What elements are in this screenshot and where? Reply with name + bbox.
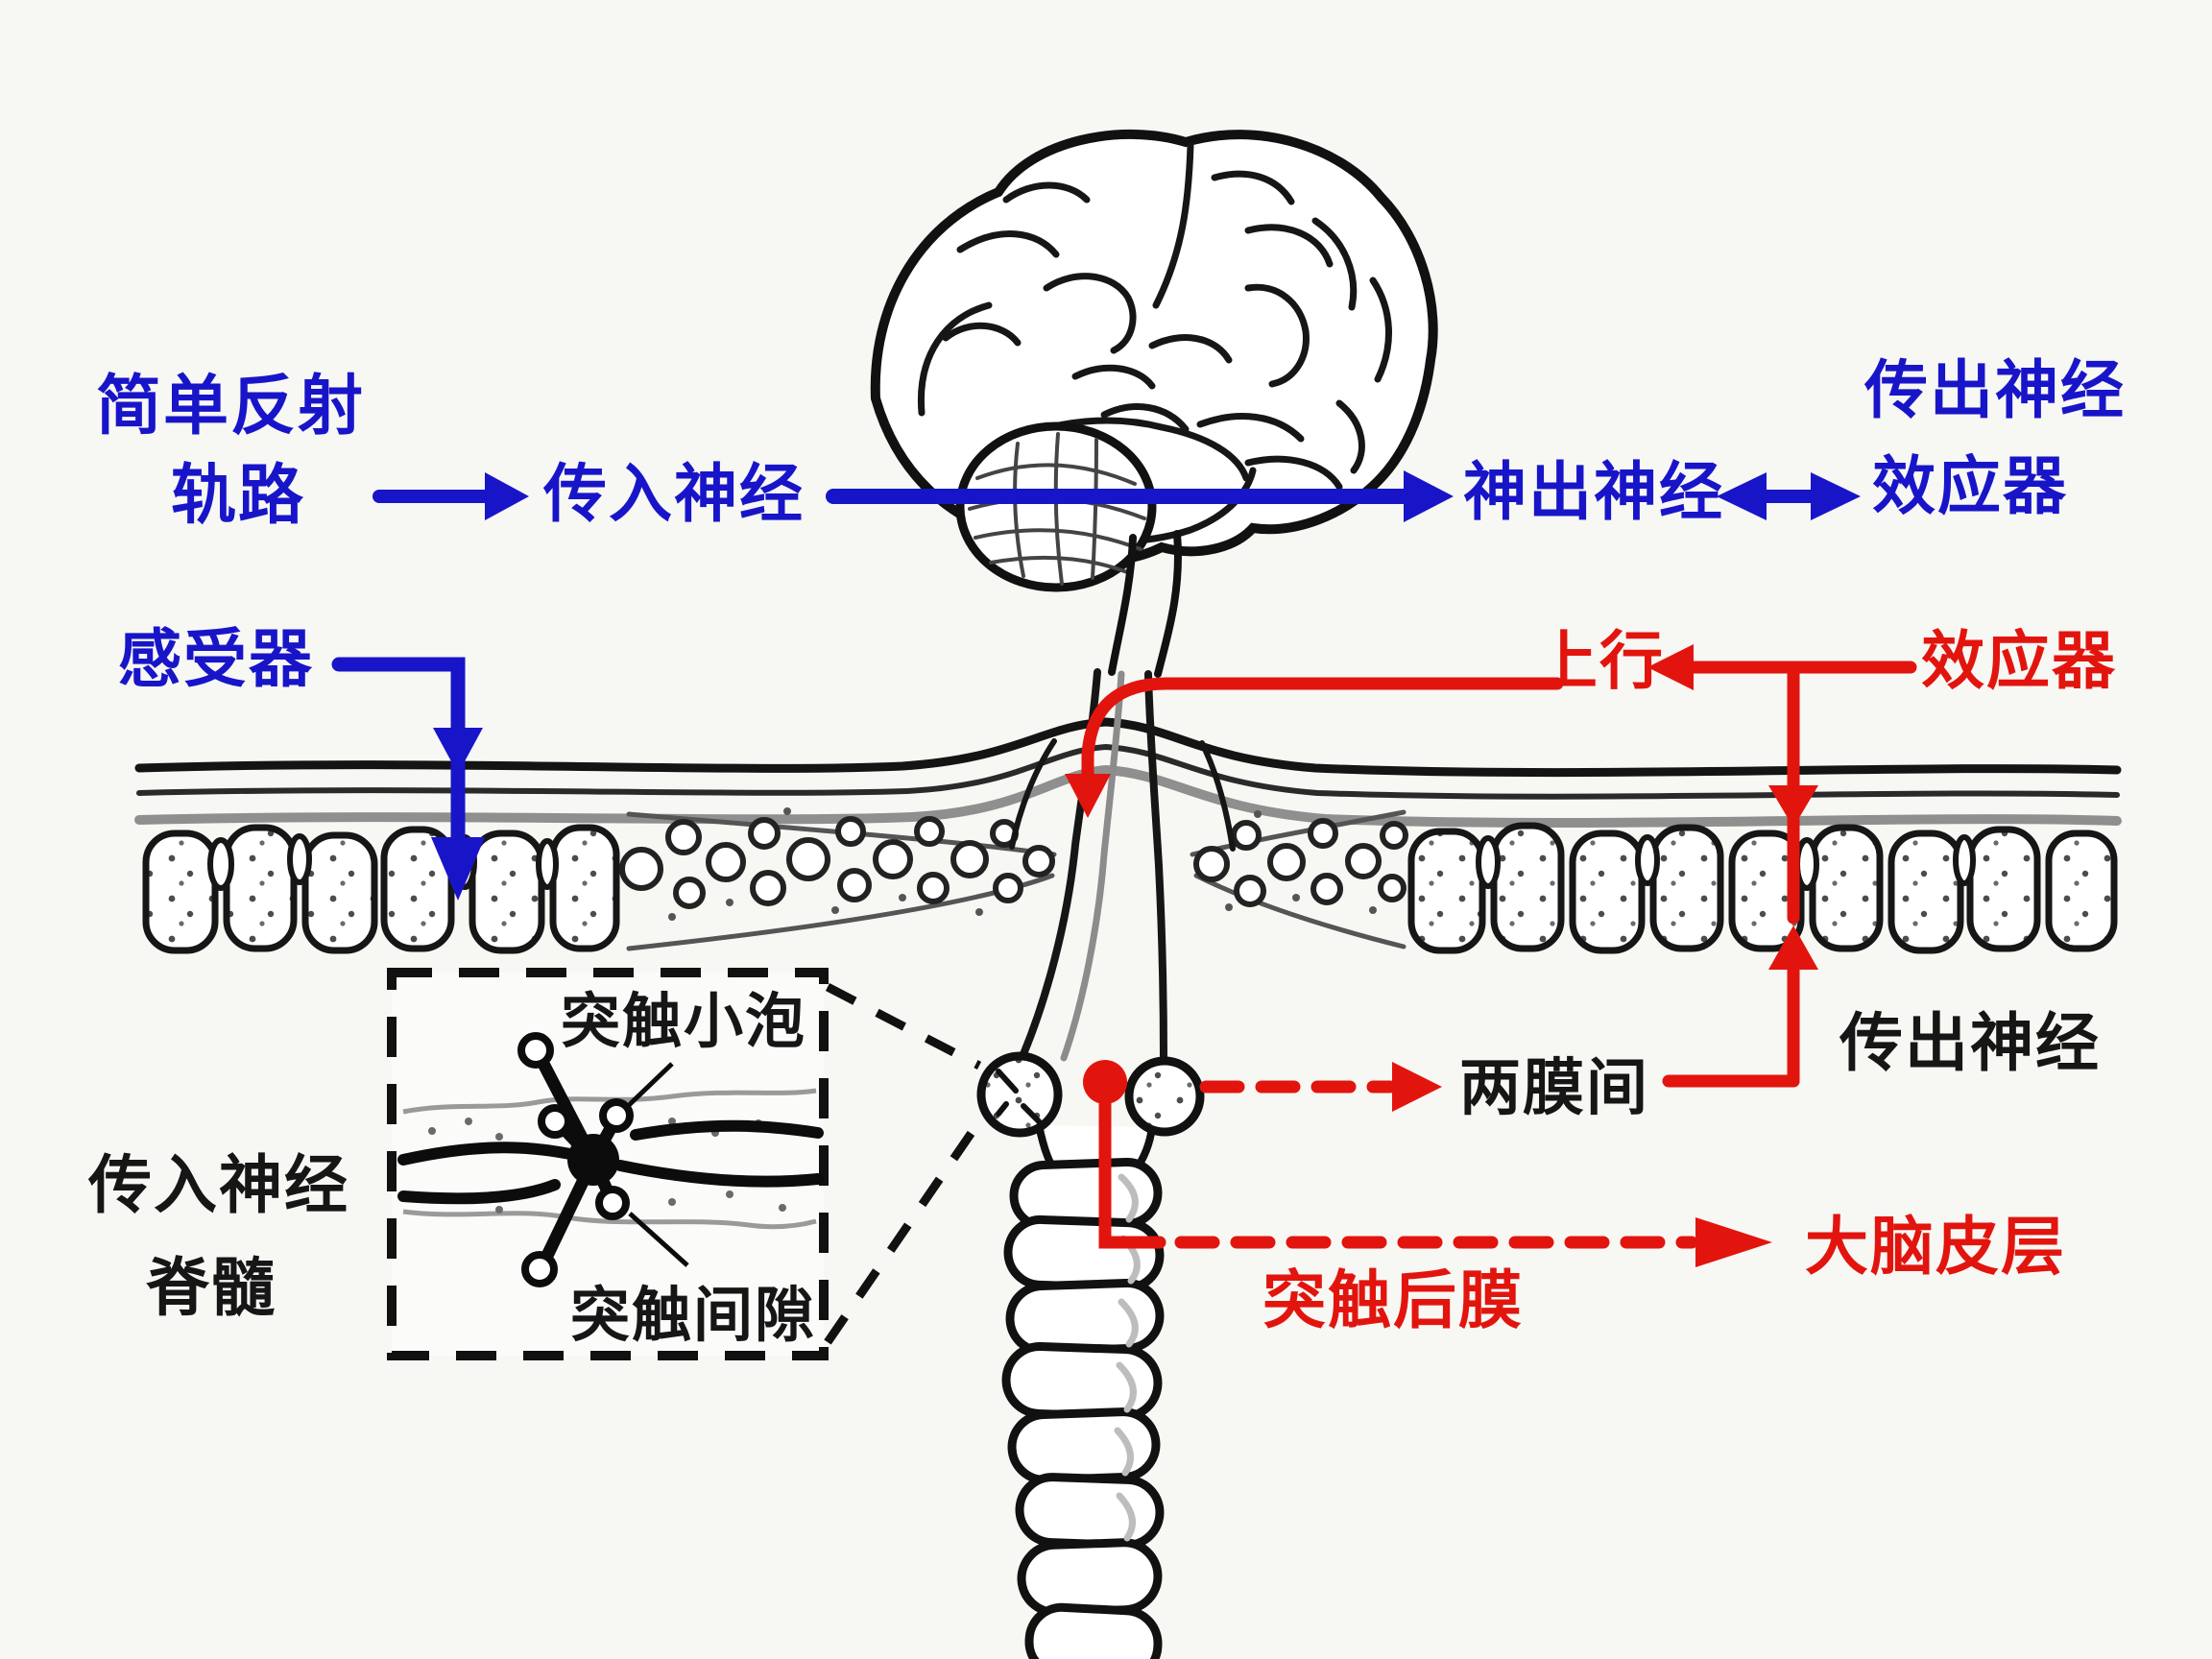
spinal-cord: [1001, 1124, 1165, 1659]
label-between-two-membranes: 两膜间: [1459, 1053, 1649, 1122]
red-dashed-arrow-cortex-icon: [1098, 1095, 1772, 1267]
red-up-arrow-from-membranes-icon: [1662, 926, 1818, 1088]
red-down-arrow-into-skin-icon: [1768, 661, 1818, 925]
label-spinal-cord-black: 脊髓: [146, 1252, 276, 1323]
blue-receptor-elbow-arrow-icon: [331, 657, 485, 901]
label-efferent-nerve-black: 传出神经: [1839, 1007, 2101, 1078]
label-cerebral-cortex-red: 大脑皮层: [1805, 1211, 2066, 1282]
label-synaptic-cleft: 突触间隙: [570, 1283, 817, 1349]
label-efferent-nerve-blue: 传出神经: [1864, 354, 2126, 425]
red-ascending-curve-arrow-icon: [1065, 677, 1564, 818]
label-effector-blue: 效应器: [1872, 450, 2068, 521]
label-ascending-red: 上行: [1534, 625, 1665, 696]
blue-long-arrow-right-icon: [826, 470, 1454, 522]
synapse-knobs: [976, 1051, 1205, 1138]
inset-callout-lines: [824, 983, 983, 1345]
inset-synapse-box: [387, 968, 829, 1360]
label-simple-reflex-line2: 轨路: [171, 459, 306, 532]
red-synapse-dot: [1083, 1060, 1127, 1104]
label-afferent-nerve-black: 传入神经: [88, 1149, 349, 1220]
label-synaptic-vesicle: 突触小泡: [561, 989, 807, 1055]
label-effector-red: 效应器: [1921, 625, 2117, 696]
label-simple-reflex-line1: 简单反射: [96, 370, 366, 443]
red-annotations: [1065, 644, 1917, 1267]
blue-double-arrow-icon: [1717, 472, 1861, 520]
blue-annotations: [331, 470, 1861, 901]
skin-cross-section: [134, 668, 2122, 1062]
red-effector-left-arrow-icon: [1647, 644, 1917, 690]
blue-arrow-right-icon: [373, 472, 529, 520]
red-dashed-arrow-membranes-icon: [1199, 1062, 1442, 1112]
label-outgoing-nerve-blue: 神出神经: [1463, 456, 1724, 527]
label-afferent-nerve-blue: 传入神经: [543, 458, 805, 529]
brain-illustration: [870, 129, 1438, 678]
label-postsynaptic-membrane-red: 突触后膜: [1262, 1264, 1524, 1335]
label-receptor-blue: 感受器: [118, 623, 314, 694]
